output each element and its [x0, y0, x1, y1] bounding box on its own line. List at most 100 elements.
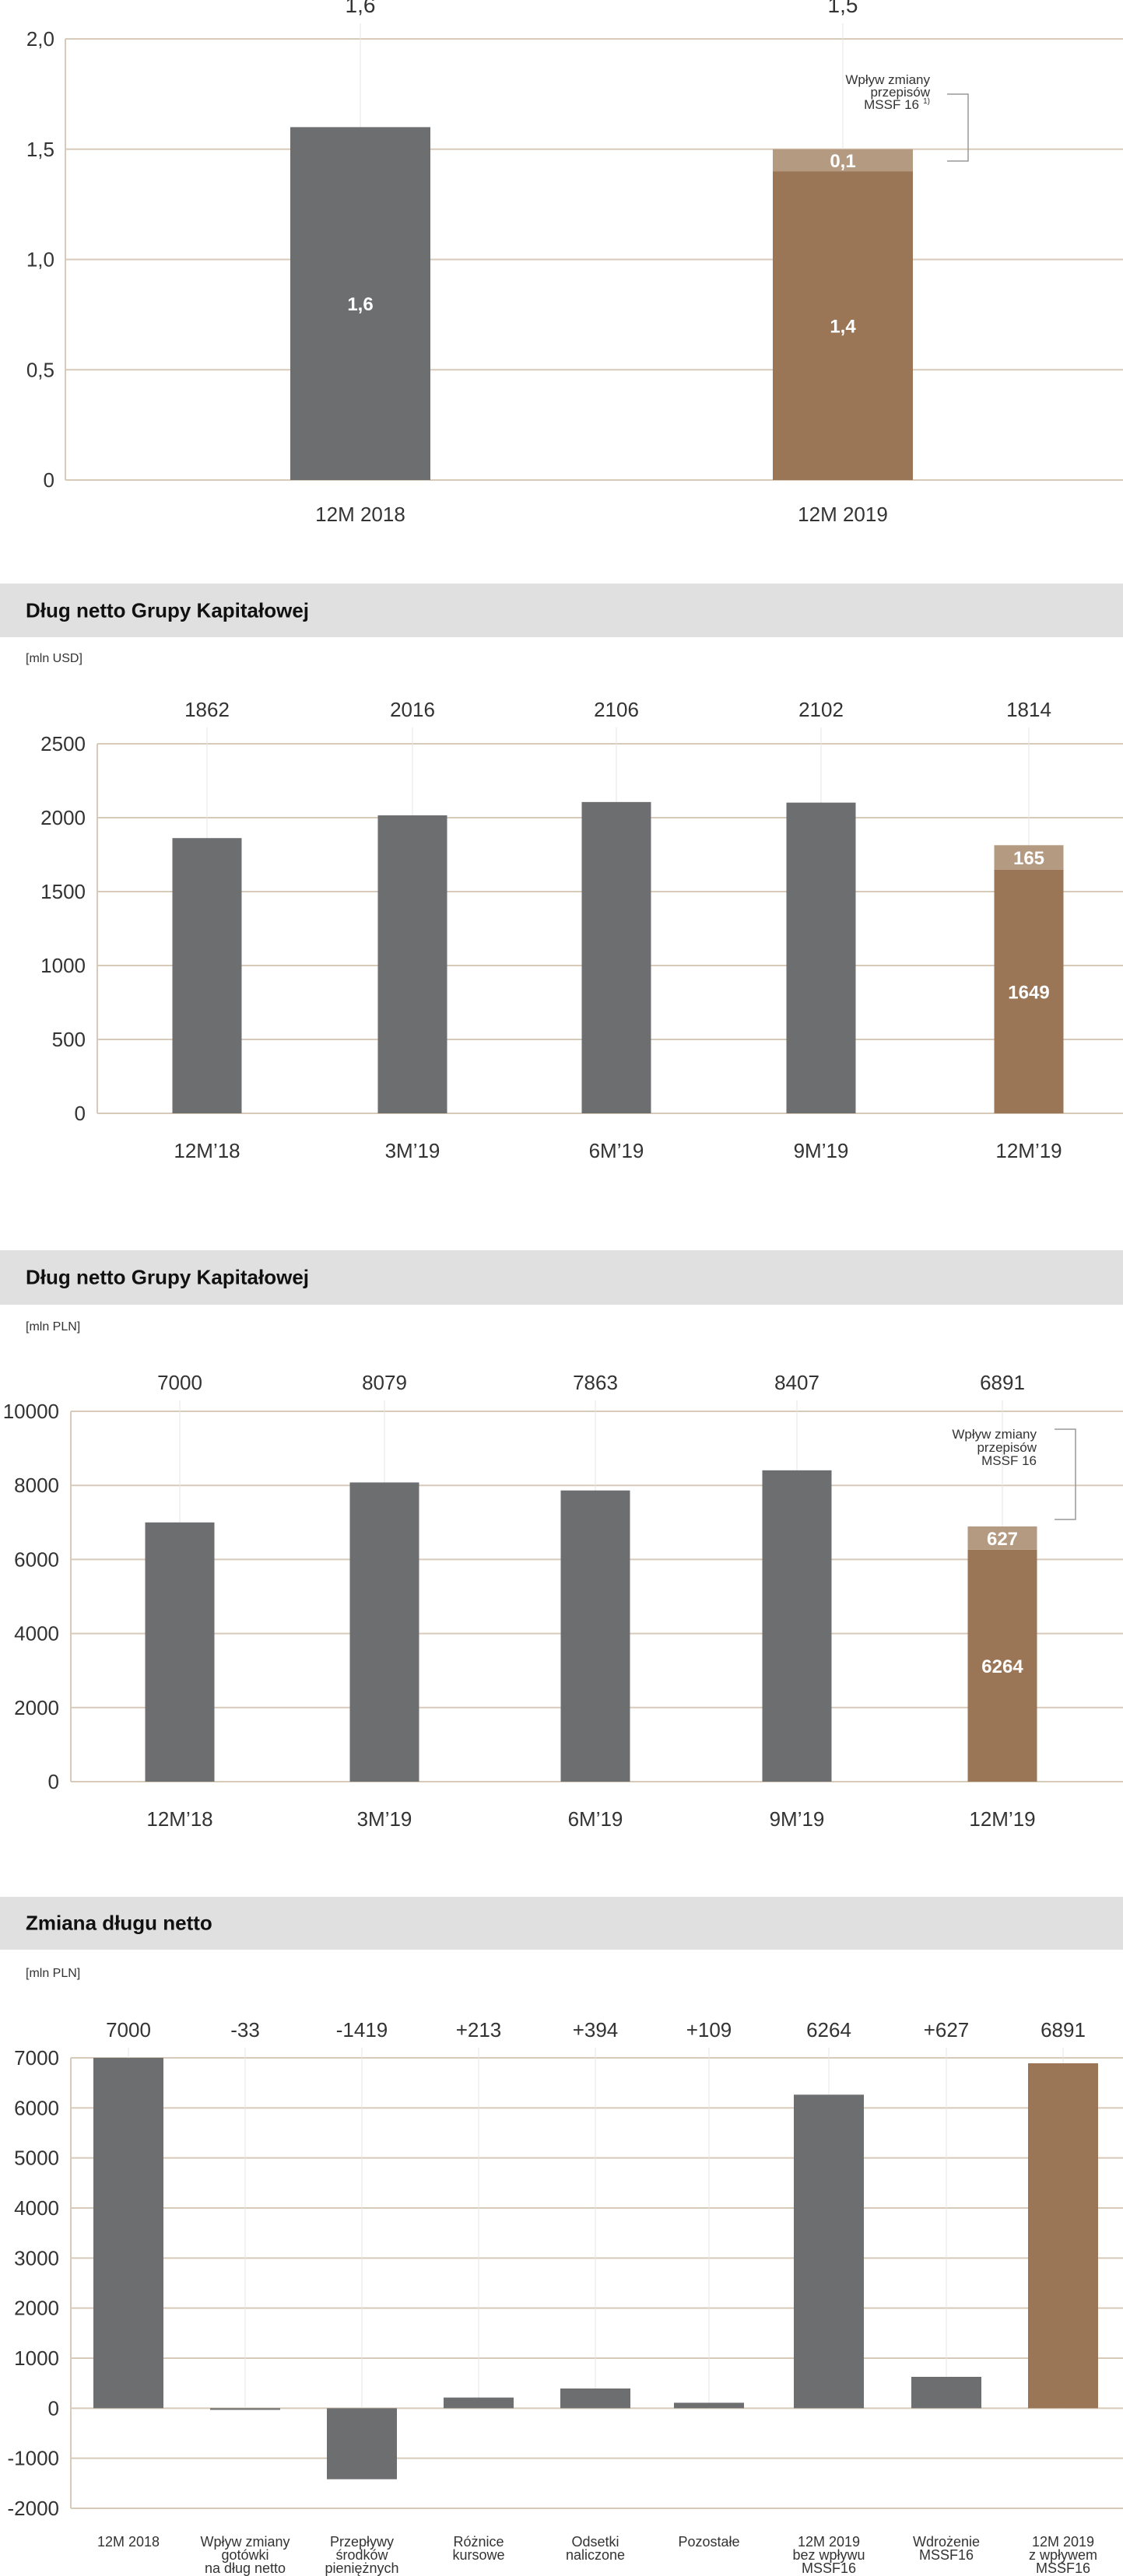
total-value-label: 1814 [1006, 698, 1051, 721]
annotation-bracket [947, 93, 969, 162]
bar-mssf-16-impact [773, 149, 913, 172]
section-title: Dług netto Grupy Kapitałowej [26, 1265, 310, 1289]
category-label: MSSF16 [1036, 2560, 1090, 2576]
bar-mssf-16-impact [967, 1526, 1037, 1550]
bar-base [994, 869, 1064, 1113]
bar-base [786, 802, 856, 1113]
y-tick-label: 2000 [14, 2297, 59, 2320]
bar-data-label: 1,6 [347, 294, 373, 315]
category-label: Różnice [453, 2534, 504, 2550]
section-header-usd: Dług netto Grupy Kapitałowej [0, 584, 1123, 637]
bar-base [560, 1490, 630, 1782]
total-value-label: +109 [686, 2018, 732, 2042]
total-value-label: 1862 [184, 698, 230, 721]
total-value-label: +394 [573, 2018, 619, 2042]
unit-label: [mln PLN] [26, 1320, 81, 1334]
total-value-label: +627 [924, 2018, 970, 2042]
total-value-label: 7000 [157, 1371, 202, 1394]
bar-data-label: 1649 [1008, 982, 1049, 1003]
category-label: Pozostałe [678, 2534, 739, 2550]
category-label: 6M’19 [589, 1139, 644, 1162]
bar-value [93, 2058, 163, 2409]
total-value-label: 7000 [106, 2018, 151, 2042]
bar-value [911, 2376, 981, 2409]
bar-value [560, 2388, 630, 2409]
category-label: gotówki [221, 2547, 268, 2563]
bar-base [581, 801, 651, 1113]
y-tick-label: 1,0 [26, 248, 54, 272]
annotation-text: przepisów [977, 1440, 1037, 1455]
y-tick-label: 500 [52, 1028, 86, 1051]
category-label: Wdrożenie [913, 2534, 980, 2550]
bar-mssf-16-impact [994, 845, 1064, 870]
y-tick-label: 8000 [14, 1474, 59, 1497]
bar-value [1028, 2063, 1098, 2409]
section-title: Zmiana długu netto [26, 1911, 212, 1935]
category-label: Przepływy [330, 2534, 394, 2550]
y-tick-label: -2000 [8, 2497, 60, 2520]
bar-value [674, 2403, 744, 2409]
total-value-label: 6891 [980, 1371, 1025, 1394]
category-label: 12M’19 [969, 1807, 1035, 1831]
category-label: pieniężnych [325, 2560, 398, 2576]
y-tick-label: 1500 [40, 880, 86, 903]
category-label: na dług netto [205, 2560, 286, 2576]
y-tick-label: 2,0 [26, 27, 54, 51]
y-tick-label: 2000 [14, 1696, 59, 1719]
category-label: Wpływ zmiany [200, 2534, 290, 2550]
section-header-change: Zmiana długu netto [0, 1897, 1123, 1950]
section-title: Dług netto Grupy Kapitałowej [26, 598, 310, 622]
category-label: 12M 2019 [798, 503, 888, 526]
category-label: 9M’19 [794, 1139, 849, 1162]
bar-value [444, 2397, 514, 2409]
y-tick-label: 4000 [14, 2196, 59, 2220]
category-label: 12M’18 [174, 1139, 240, 1162]
annotation-text: Wpływ zmiany [952, 1427, 1037, 1442]
y-tick-label: 1000 [40, 954, 86, 977]
annotation-text: MSSF 16 [981, 1453, 1037, 1468]
category-label: 12M 2018 [315, 503, 405, 526]
total-value-label: 1,5 [828, 0, 858, 17]
y-tick-label: 0,5 [26, 358, 54, 381]
bar-base [773, 171, 913, 480]
y-tick-label: 6000 [14, 2096, 59, 2119]
annotation-bracket [1055, 1428, 1076, 1520]
y-tick-label: 2500 [40, 732, 86, 755]
bar-data-label: 627 [987, 1529, 1018, 1550]
total-value-label: -1419 [336, 2018, 388, 2042]
category-label: MSSF16 [919, 2547, 974, 2563]
category-label: kursowe [452, 2547, 504, 2563]
category-label: 3M’19 [385, 1139, 440, 1162]
unit-label: [mln USD] [26, 652, 82, 665]
total-value-label: -33 [230, 2018, 260, 2042]
category-label: z wpływem [1029, 2547, 1097, 2563]
bar-value [794, 2094, 864, 2409]
bar-data-label: 165 [1013, 848, 1044, 869]
bar-base [377, 815, 447, 1113]
annotation-text: MSSF 16 [864, 97, 919, 112]
category-label: 12M 2018 [97, 2534, 160, 2550]
category-label: 6M’19 [568, 1807, 623, 1831]
y-tick-label: 7000 [14, 2046, 59, 2070]
bar-value [210, 2408, 280, 2410]
total-value-label: 6891 [1041, 2018, 1086, 2042]
category-label: 12M’18 [146, 1807, 212, 1831]
annotation-text: Wpływ zmiany [845, 72, 930, 87]
section-header-pln: Dług netto Grupy Kapitałowej [0, 1250, 1123, 1305]
bar-data-label: 6264 [981, 1656, 1023, 1677]
unit-label: [mln PLN] [26, 1967, 81, 1980]
y-tick-label: 0 [48, 2396, 59, 2420]
y-tick-label: 4000 [14, 1622, 59, 1645]
total-value-label: 7863 [573, 1371, 618, 1394]
total-value-label: 2016 [390, 698, 435, 721]
bar-base [967, 1549, 1037, 1782]
total-value-label: 2102 [798, 698, 844, 721]
total-value-label: 6264 [806, 2018, 851, 2042]
bar-base [349, 1482, 419, 1782]
bar-base [145, 1522, 215, 1782]
y-tick-label: 10000 [3, 1400, 59, 1423]
y-tick-label: 0 [44, 468, 54, 492]
total-value-label: +213 [456, 2018, 502, 2042]
y-tick-label: -1000 [8, 2447, 60, 2470]
